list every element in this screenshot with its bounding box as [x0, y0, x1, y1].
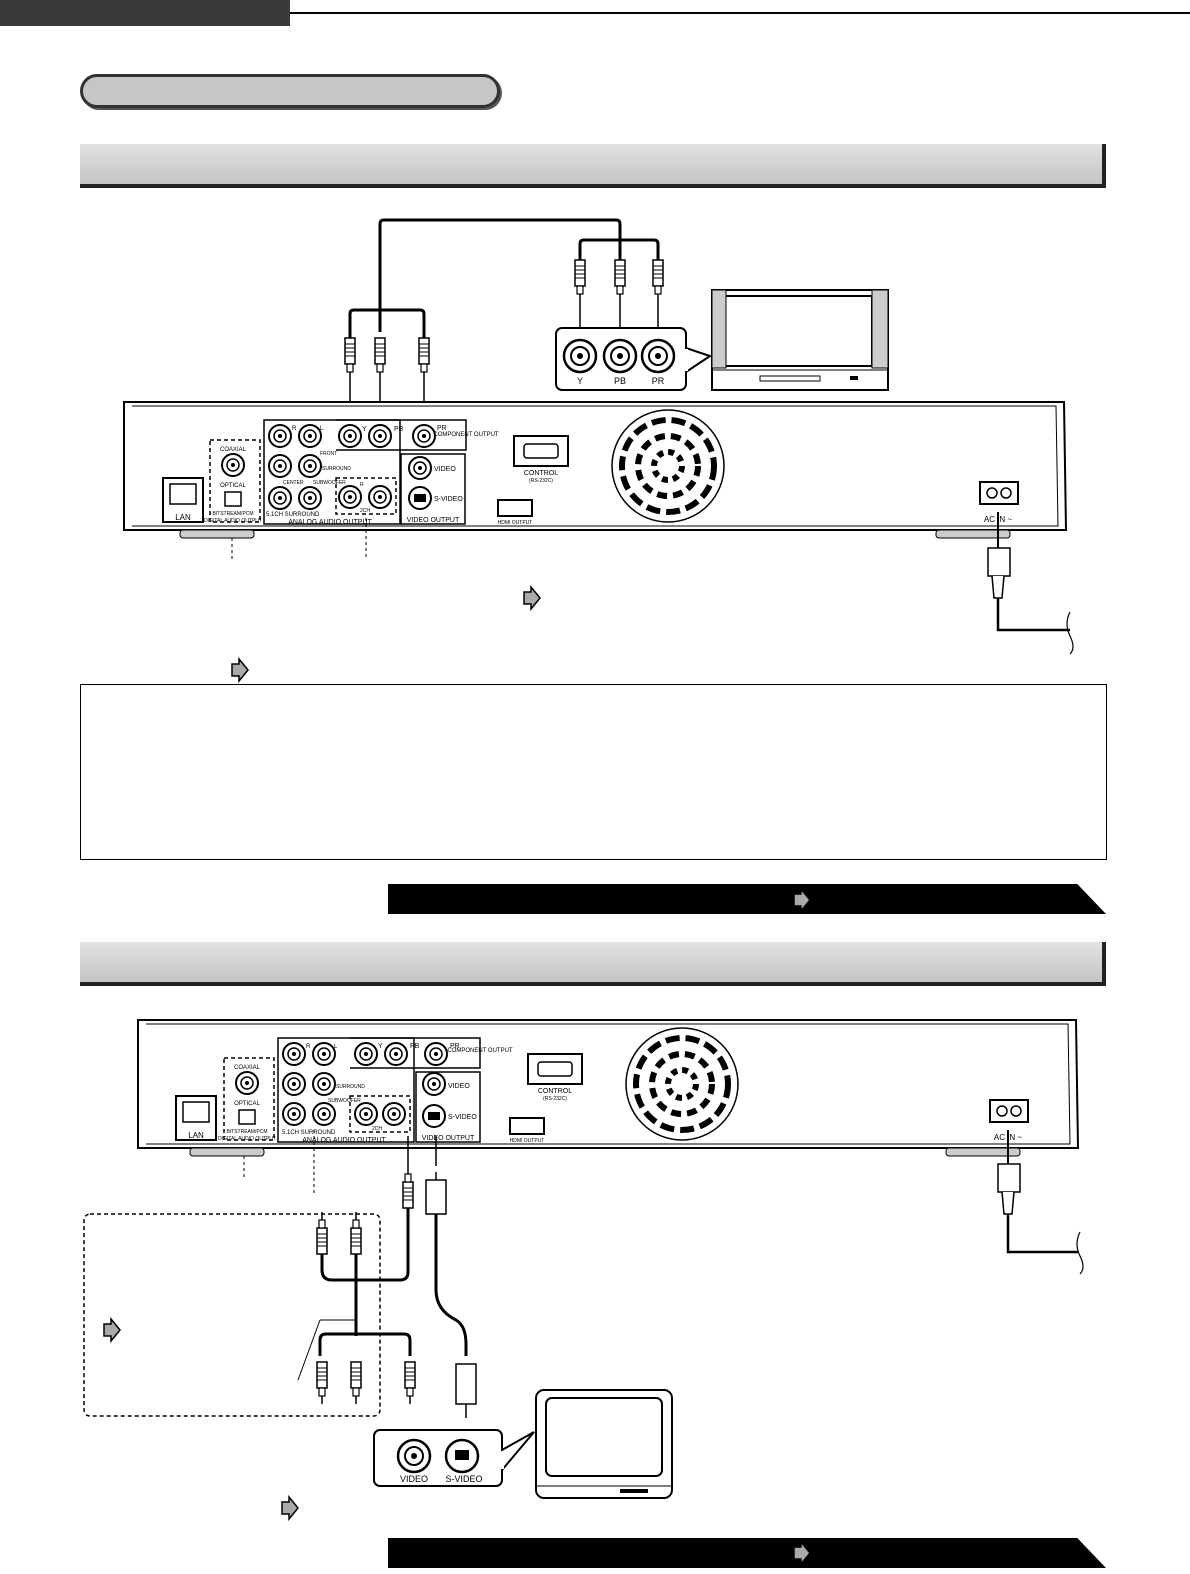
svg-text:CENTER: CENTER	[283, 480, 304, 486]
player-plugs	[344, 337, 430, 381]
svg-text:VIDEO: VIDEO	[448, 1083, 470, 1090]
svg-text:R: R	[360, 482, 364, 488]
svg-text:(RS-232C): (RS-232C)	[543, 1096, 567, 1102]
svg-text:SUBWOOFER: SUBWOOFER	[328, 1098, 361, 1104]
tv-plugs	[574, 259, 664, 303]
svg-text:HDMI OUTPUT: HDMI OUTPUT	[498, 520, 533, 526]
svg-text:SURROUND: SURROUND	[336, 1084, 365, 1090]
s-video-plug-bottom	[455, 1363, 477, 1405]
svg-text:2CH: 2CH	[372, 1126, 382, 1132]
svg-text:DIGITAL AUDIO OUTPUT: DIGITAL AUDIO OUTPUT	[218, 1136, 276, 1142]
svg-text:CONTROL: CONTROL	[538, 1088, 572, 1095]
svg-text:L: L	[334, 1044, 338, 1050]
tv-set-2	[535, 1389, 673, 1499]
svg-text:PB: PB	[410, 1043, 420, 1050]
svg-text:PB: PB	[394, 426, 404, 433]
player-rear-panel-1: LAN COAXIAL OPTICAL BITSTREAM/PCM DIGITA…	[123, 401, 1068, 539]
tv-video-inputs: VIDEO S-VIDEO	[373, 1429, 535, 1487]
note-box	[80, 684, 1107, 860]
top-corner-tab	[0, 0, 290, 26]
svg-text:PR: PR	[450, 1043, 460, 1050]
tv-pr-label: PR	[652, 376, 665, 386]
svg-text:COMPONENT OUTPUT: COMPONENT OUTPUT	[433, 432, 499, 438]
video-audio-cables	[318, 1208, 468, 1356]
arrow-banner-1	[388, 884, 1106, 914]
svg-text:COAXIAL: COAXIAL	[234, 1065, 261, 1071]
header-bar-video	[80, 942, 1106, 986]
svg-text:L: L	[320, 426, 324, 432]
svg-text:CONTROL: CONTROL	[524, 470, 558, 477]
svg-text:DIGITAL AUDIO OUTPUT: DIGITAL AUDIO OUTPUT	[204, 518, 262, 524]
svg-text:5.1CH SURROUND: 5.1CH SURROUND	[266, 512, 320, 518]
player-rear-panel-2: LAN COAXIAL OPTICAL BITSTREAM/PCM DIGITA…	[137, 1019, 1080, 1157]
svg-text:COMPONENT OUTPUT: COMPONENT OUTPUT	[447, 1048, 513, 1054]
component-cable	[348, 218, 660, 338]
header-bar-component	[80, 144, 1106, 188]
svg-text:ANALOG AUDIO OUTPUT: ANALOG AUDIO OUTPUT	[288, 519, 372, 526]
svg-text:VIDEO: VIDEO	[434, 466, 456, 473]
power-cord-1	[987, 512, 1074, 655]
svg-text:SUBWOOFER: SUBWOOFER	[313, 480, 346, 486]
svg-text:OPTICAL: OPTICAL	[234, 1101, 260, 1107]
lan-label-1: LAN	[175, 513, 191, 522]
tv-set-1	[711, 289, 889, 391]
svg-text:2CH: 2CH	[360, 508, 370, 514]
svg-text:(RS-232C): (RS-232C)	[529, 478, 553, 484]
lan-label-2: LAN	[188, 1131, 204, 1140]
svg-text:ANALOG AUDIO OUTPUT: ANALOG AUDIO OUTPUT	[302, 1137, 386, 1144]
svg-text:S-VIDEO: S-VIDEO	[445, 1474, 482, 1484]
svg-text:S-VIDEO: S-VIDEO	[434, 496, 463, 503]
svg-text:S-VIDEO: S-VIDEO	[448, 1114, 477, 1121]
top-rule	[290, 12, 1190, 14]
svg-text:FRONT: FRONT	[320, 451, 337, 457]
s-video-plug-top	[425, 1179, 447, 1215]
tv-y-label: Y	[577, 376, 583, 386]
svg-text:Y: Y	[378, 1043, 383, 1050]
tv-pb-label: PB	[614, 376, 626, 386]
svg-text:BITSTREAM/PCM: BITSTREAM/PCM	[226, 1129, 267, 1135]
svg-text:VIDEO OUTPUT: VIDEO OUTPUT	[422, 1135, 475, 1142]
svg-text:HDMI OUTPUT: HDMI OUTPUT	[510, 1138, 545, 1144]
section-title-pill	[80, 74, 500, 108]
svg-text:Y: Y	[362, 426, 367, 433]
audio-connection-box	[83, 1213, 381, 1417]
svg-text:PR: PR	[437, 425, 447, 432]
svg-text:VIDEO OUTPUT: VIDEO OUTPUT	[407, 517, 460, 524]
svg-text:SURROUND: SURROUND	[322, 466, 351, 472]
svg-text:BITSTREAM/PCM: BITSTREAM/PCM	[212, 511, 253, 517]
svg-text:R: R	[292, 426, 297, 432]
power-cord-2	[997, 1130, 1084, 1275]
svg-text:VIDEO: VIDEO	[400, 1474, 428, 1484]
svg-text:5.1CH SURROUND: 5.1CH SURROUND	[282, 1130, 336, 1136]
svg-text:OPTICAL: OPTICAL	[220, 483, 246, 489]
arrow-banner-2	[388, 1538, 1106, 1568]
tv-component-inputs: Y PB PR	[555, 327, 713, 391]
svg-text:COAXIAL: COAXIAL	[220, 447, 247, 453]
svg-text:R: R	[306, 1044, 311, 1050]
